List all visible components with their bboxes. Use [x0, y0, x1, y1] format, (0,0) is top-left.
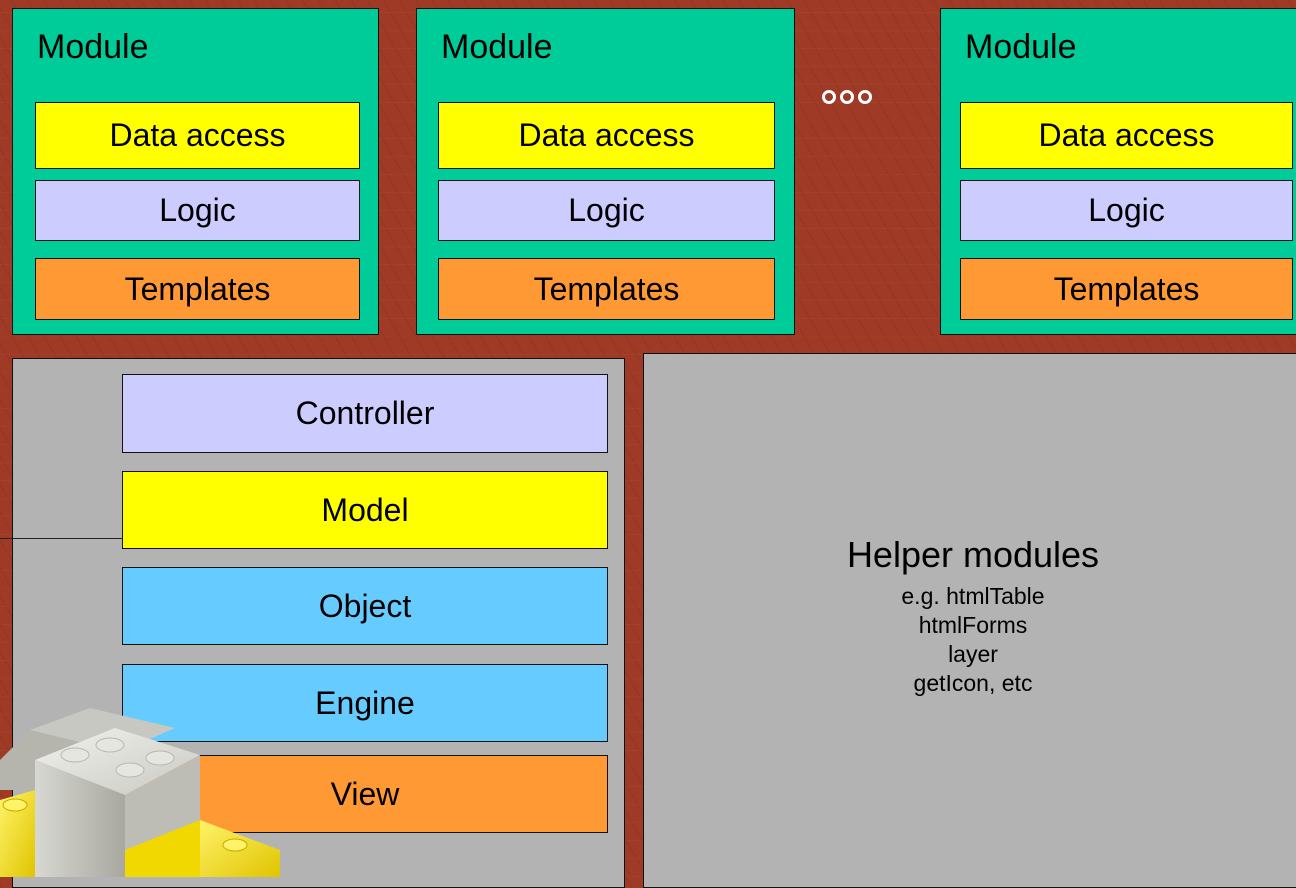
module-title: Module [965, 28, 1077, 66]
ellipsis-dot [822, 90, 836, 104]
engine-layer: Engine [122, 664, 608, 742]
logic-layer: Logic [960, 180, 1293, 241]
module-title: Module [441, 28, 553, 66]
logic-layer: Logic [438, 180, 775, 241]
helper-modules-panel: Helper modules e.g. htmlTable htmlForms … [643, 353, 1296, 888]
ellipsis-dot [840, 90, 854, 104]
view-layer: View [122, 755, 608, 833]
lego-bricks-image [0, 700, 280, 877]
model-layer: Model [122, 471, 608, 549]
controller-layer: Controller [122, 374, 608, 453]
model-connector-line [0, 538, 123, 539]
object-layer: Object [122, 567, 608, 645]
data-access-layer: Data access [35, 102, 360, 169]
helper-modules-list: e.g. htmlTable htmlForms layer getIcon, … [644, 582, 1296, 698]
helper-line: e.g. htmlTable [901, 583, 1045, 609]
helper-line: getIcon, etc [913, 670, 1033, 696]
templates-layer: Templates [35, 258, 360, 320]
templates-layer: Templates [960, 258, 1293, 320]
helper-modules-title: Helper modules [846, 534, 1100, 575]
data-access-layer: Data access [960, 102, 1293, 169]
logic-layer: Logic [35, 180, 360, 241]
templates-layer: Templates [438, 258, 775, 320]
lego-bricks-icon [0, 708, 280, 877]
helper-line: layer [948, 641, 998, 667]
module-box-1: Module Data access Logic Templates [12, 8, 379, 335]
module-box-2: Module Data access Logic Templates [416, 8, 795, 335]
helper-line: htmlForms [918, 612, 1028, 638]
module-title: Module [37, 28, 149, 66]
data-access-layer: Data access [438, 102, 775, 169]
ellipsis-dot [858, 90, 872, 104]
more-modules-ellipsis [822, 90, 872, 104]
module-box-3: Module Data access Logic Templates [940, 8, 1296, 335]
